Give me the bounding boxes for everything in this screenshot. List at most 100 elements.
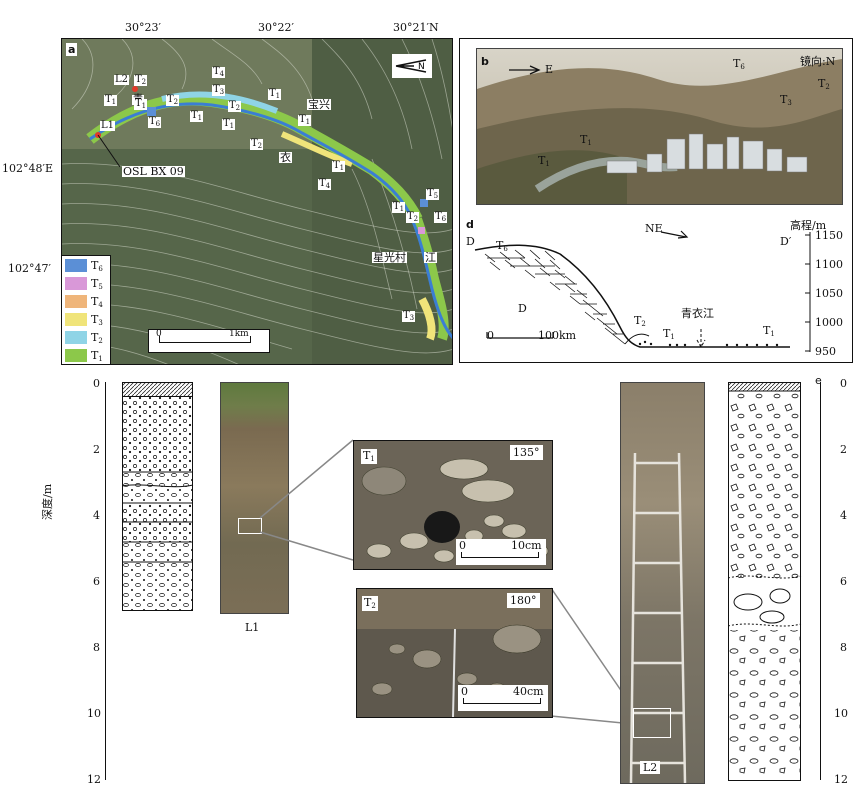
- l2-sample-box: [633, 708, 671, 738]
- t2-scale-end: 40cm: [513, 685, 544, 698]
- right-depth-tick-2: 2: [840, 443, 847, 456]
- t1-gravel-photo: [353, 440, 553, 570]
- map-terrace-t1: T1: [332, 160, 346, 172]
- t1-photo-label-subscript: 1: [370, 455, 375, 463]
- t1-orientation: 135°: [510, 445, 543, 460]
- orientation-label: NE: [645, 222, 663, 235]
- unit-label: D: [518, 302, 527, 315]
- t1-scale-start: 0: [459, 539, 466, 552]
- section-label-l1: L1: [245, 621, 260, 634]
- right-depth-tick-10: 10: [834, 707, 848, 720]
- section-label-l2: L2: [640, 761, 661, 774]
- map-terrain: [62, 39, 452, 364]
- map-terrace-t6: T6: [148, 116, 162, 128]
- legend-label-t3: T3: [91, 313, 103, 327]
- legend-swatch-t2: [65, 331, 87, 344]
- t2-photo-label: T2: [362, 596, 378, 611]
- right-depth-tick-8: 8: [840, 641, 847, 654]
- t2-scale-start: 0: [461, 685, 468, 698]
- l1-sample-box: [238, 518, 262, 534]
- profile-left-point: D: [466, 235, 475, 248]
- depth-tick-12: 12: [87, 773, 101, 786]
- profile-terrace-t6: T6: [496, 239, 508, 253]
- map-terrace-t2: T2: [250, 138, 264, 150]
- l1-stratigraphic-column: [122, 382, 194, 611]
- right-depth-tick-12: 12: [834, 773, 848, 786]
- elev-tick-1000: 1000: [815, 316, 843, 329]
- svg-text:N: N: [418, 62, 425, 72]
- view-direction: 镜向:N: [800, 55, 836, 68]
- map-legend: T6 T5 T4 T3 T2 T1: [62, 255, 111, 364]
- map-terrace-t2: T2: [134, 74, 148, 86]
- map-terrace-t2: T2: [228, 100, 242, 112]
- depth-axis-left: [105, 382, 106, 780]
- map-terrace-t1: T1: [298, 114, 312, 126]
- map-terrace-t4: T4: [212, 66, 226, 78]
- legend-swatch-t6: [65, 259, 87, 272]
- legend-label-t4: T4: [91, 295, 103, 309]
- map-terrace-t1: T1: [134, 98, 148, 110]
- legend-label-t6: T6: [91, 259, 103, 273]
- map-terrace-t1: T1: [222, 118, 236, 130]
- elev-tick-1050: 1050: [815, 287, 843, 300]
- panel-b-label: b: [481, 55, 489, 68]
- map-terrace-t1: T1: [190, 110, 204, 122]
- direction-label: E: [545, 63, 554, 76]
- site-label-l2: L2: [114, 74, 130, 85]
- depth-axis-title: 深度/m: [41, 483, 54, 520]
- elevation-title: 高程/m: [790, 219, 827, 232]
- depth-tick-8: 8: [93, 641, 100, 654]
- right-depth-tick-4: 4: [840, 509, 847, 522]
- scale-end: 1km: [229, 329, 249, 339]
- map-terrace-t1: T1: [104, 94, 118, 106]
- elev-tick-950: 950: [815, 345, 836, 358]
- photo-terrace-t3: T3: [780, 93, 792, 107]
- legend-swatch-t5: [65, 277, 87, 290]
- depth-tick-6: 6: [93, 575, 100, 588]
- map-terrace-t4: T4: [318, 178, 332, 190]
- profile-scale-start: 0: [487, 329, 494, 342]
- legend-label-t1: T1: [91, 349, 103, 363]
- panel-e-label: e: [815, 374, 822, 387]
- t1-scalebar: 0 10cm: [456, 539, 546, 565]
- map-terrace-t1: T1: [268, 88, 282, 100]
- map-terrace-t3: T3: [212, 84, 226, 96]
- place-xingguangcun: 星光村: [372, 251, 407, 264]
- photo-terrace-t1: T1: [538, 154, 550, 168]
- t1-scale-end: 10cm: [511, 539, 542, 552]
- legend-swatch-t3: [65, 313, 87, 326]
- t2-scalebar: 0 40cm: [458, 685, 548, 711]
- depth-tick-4: 4: [93, 509, 100, 522]
- map-terrace-t2: T2: [406, 211, 420, 223]
- l2-section-photo: [620, 382, 705, 784]
- lat-tick-3: 30°21′N: [393, 21, 439, 34]
- t2-orientation: 180°: [507, 593, 540, 608]
- map-terrace-t2: T2: [166, 94, 180, 106]
- profile-terrace-t2: T2: [634, 314, 646, 328]
- photo-panel: [459, 38, 853, 363]
- lat-tick-2: 30°22′: [258, 21, 294, 34]
- right-depth-tick-0: 0: [840, 377, 847, 390]
- profile-scale-end: 100km: [538, 329, 577, 342]
- cross-section-diagram: [474, 232, 811, 352]
- map-scalebar: 0 1km: [148, 329, 270, 353]
- map-terrace-t3: T3: [402, 310, 416, 322]
- place-baoxing: 宝兴: [307, 98, 331, 111]
- depth-tick-0: 0: [93, 377, 100, 390]
- photo-terrace-t1: T1: [580, 133, 592, 147]
- elev-tick-1150: 1150: [815, 229, 843, 242]
- l2-stratigraphic-column: [728, 382, 802, 781]
- panel-a-label: a: [66, 43, 78, 56]
- map-panel: a N L1 L2 OSL BX 09 宝兴 衣 青 星光村 江 T1 T2 T…: [61, 38, 453, 365]
- osl-sample-label: OSL BX 09: [122, 165, 185, 178]
- map-terrace-t5: T5: [426, 188, 440, 200]
- right-depth-tick-6: 6: [840, 575, 847, 588]
- north-arrow-icon: N: [392, 54, 432, 78]
- river-label: 青衣江: [681, 307, 714, 320]
- profile-right-point: D′: [780, 235, 792, 248]
- orientation-arrow-icon: [660, 230, 689, 239]
- lon-tick-1: 102°48′E: [2, 162, 54, 175]
- photo-terrace-t2: T2: [818, 77, 830, 91]
- profile-terrace-t1: T1: [763, 324, 775, 338]
- place-jiang: 江: [424, 251, 437, 264]
